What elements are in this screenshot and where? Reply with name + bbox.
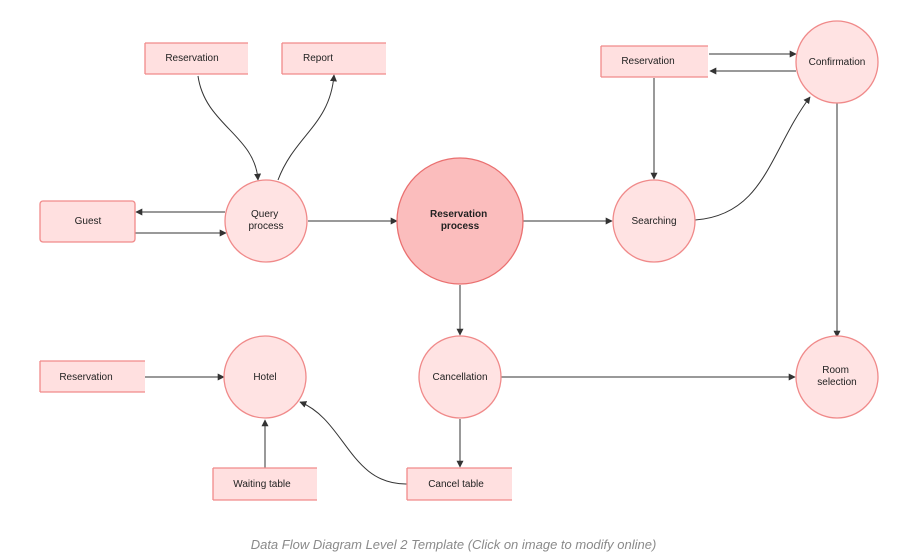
svg-text:Reservation process: Reservation process: [430, 209, 490, 232]
process-hotel[interactable]: Hotel: [223, 335, 307, 419]
store-reservation-right[interactable]: Reservation: [600, 45, 708, 78]
process-confirmation-label: Confirmation: [809, 57, 866, 68]
store-waiting-table-label: Waiting table: [233, 479, 291, 490]
process-room-selection[interactable]: Room selection: [795, 335, 879, 419]
store-reservation-bottom[interactable]: Reservation: [39, 360, 145, 393]
process-confirmation[interactable]: Confirmation: [795, 20, 879, 104]
diagram-caption[interactable]: Data Flow Diagram Level 2 Template (Clic…: [250, 537, 657, 552]
process-searching-label: Searching: [631, 216, 676, 227]
store-reservation-top[interactable]: Reservation: [144, 42, 248, 75]
process-searching[interactable]: Searching: [612, 179, 696, 263]
process-query[interactable]: Query process: [224, 179, 308, 263]
process-room-selection-label-2: selection: [817, 377, 856, 388]
entity-guest[interactable]: Guest: [39, 200, 136, 243]
process-room-selection-label-1: Room: [822, 365, 849, 376]
store-reservation-bottom-label: Reservation: [59, 372, 112, 383]
process-reservation-main[interactable]: Reservation process: [396, 157, 524, 285]
store-report-label: Report: [303, 53, 333, 64]
data-flow-diagram[interactable]: Reservation Report Reservation Reservati…: [0, 0, 907, 530]
store-reservation-top-label: Reservation: [165, 53, 218, 64]
process-reservation-main-label-2: process: [441, 221, 480, 232]
store-report[interactable]: Report: [281, 42, 386, 75]
flow-lines: [135, 50, 841, 485]
flow-reservation-to-query: [197, 75, 262, 181]
process-hotel-label: Hotel: [253, 372, 276, 383]
process-query-label-2: process: [248, 221, 283, 232]
flow-query-to-report: [277, 74, 337, 181]
store-cancel-table-label: Cancel table: [428, 479, 484, 490]
svg-text:Room selection: Room selection: [817, 365, 856, 388]
store-reservation-right-label: Reservation: [621, 56, 674, 67]
process-reservation-main-label-1: Reservation: [430, 209, 487, 220]
process-cancellation-label: Cancellation: [432, 372, 487, 383]
flow-searching-to-confirmation: [694, 96, 811, 221]
svg-text:Query process: Query process: [248, 209, 283, 232]
flow-cancel-table-to-hotel: [299, 401, 408, 485]
entity-guest-label: Guest: [75, 216, 102, 227]
store-cancel-table[interactable]: Cancel table: [406, 467, 512, 501]
process-cancellation[interactable]: Cancellation: [418, 335, 502, 419]
store-waiting-table[interactable]: Waiting table: [212, 467, 317, 501]
process-query-label-1: Query: [251, 209, 278, 220]
